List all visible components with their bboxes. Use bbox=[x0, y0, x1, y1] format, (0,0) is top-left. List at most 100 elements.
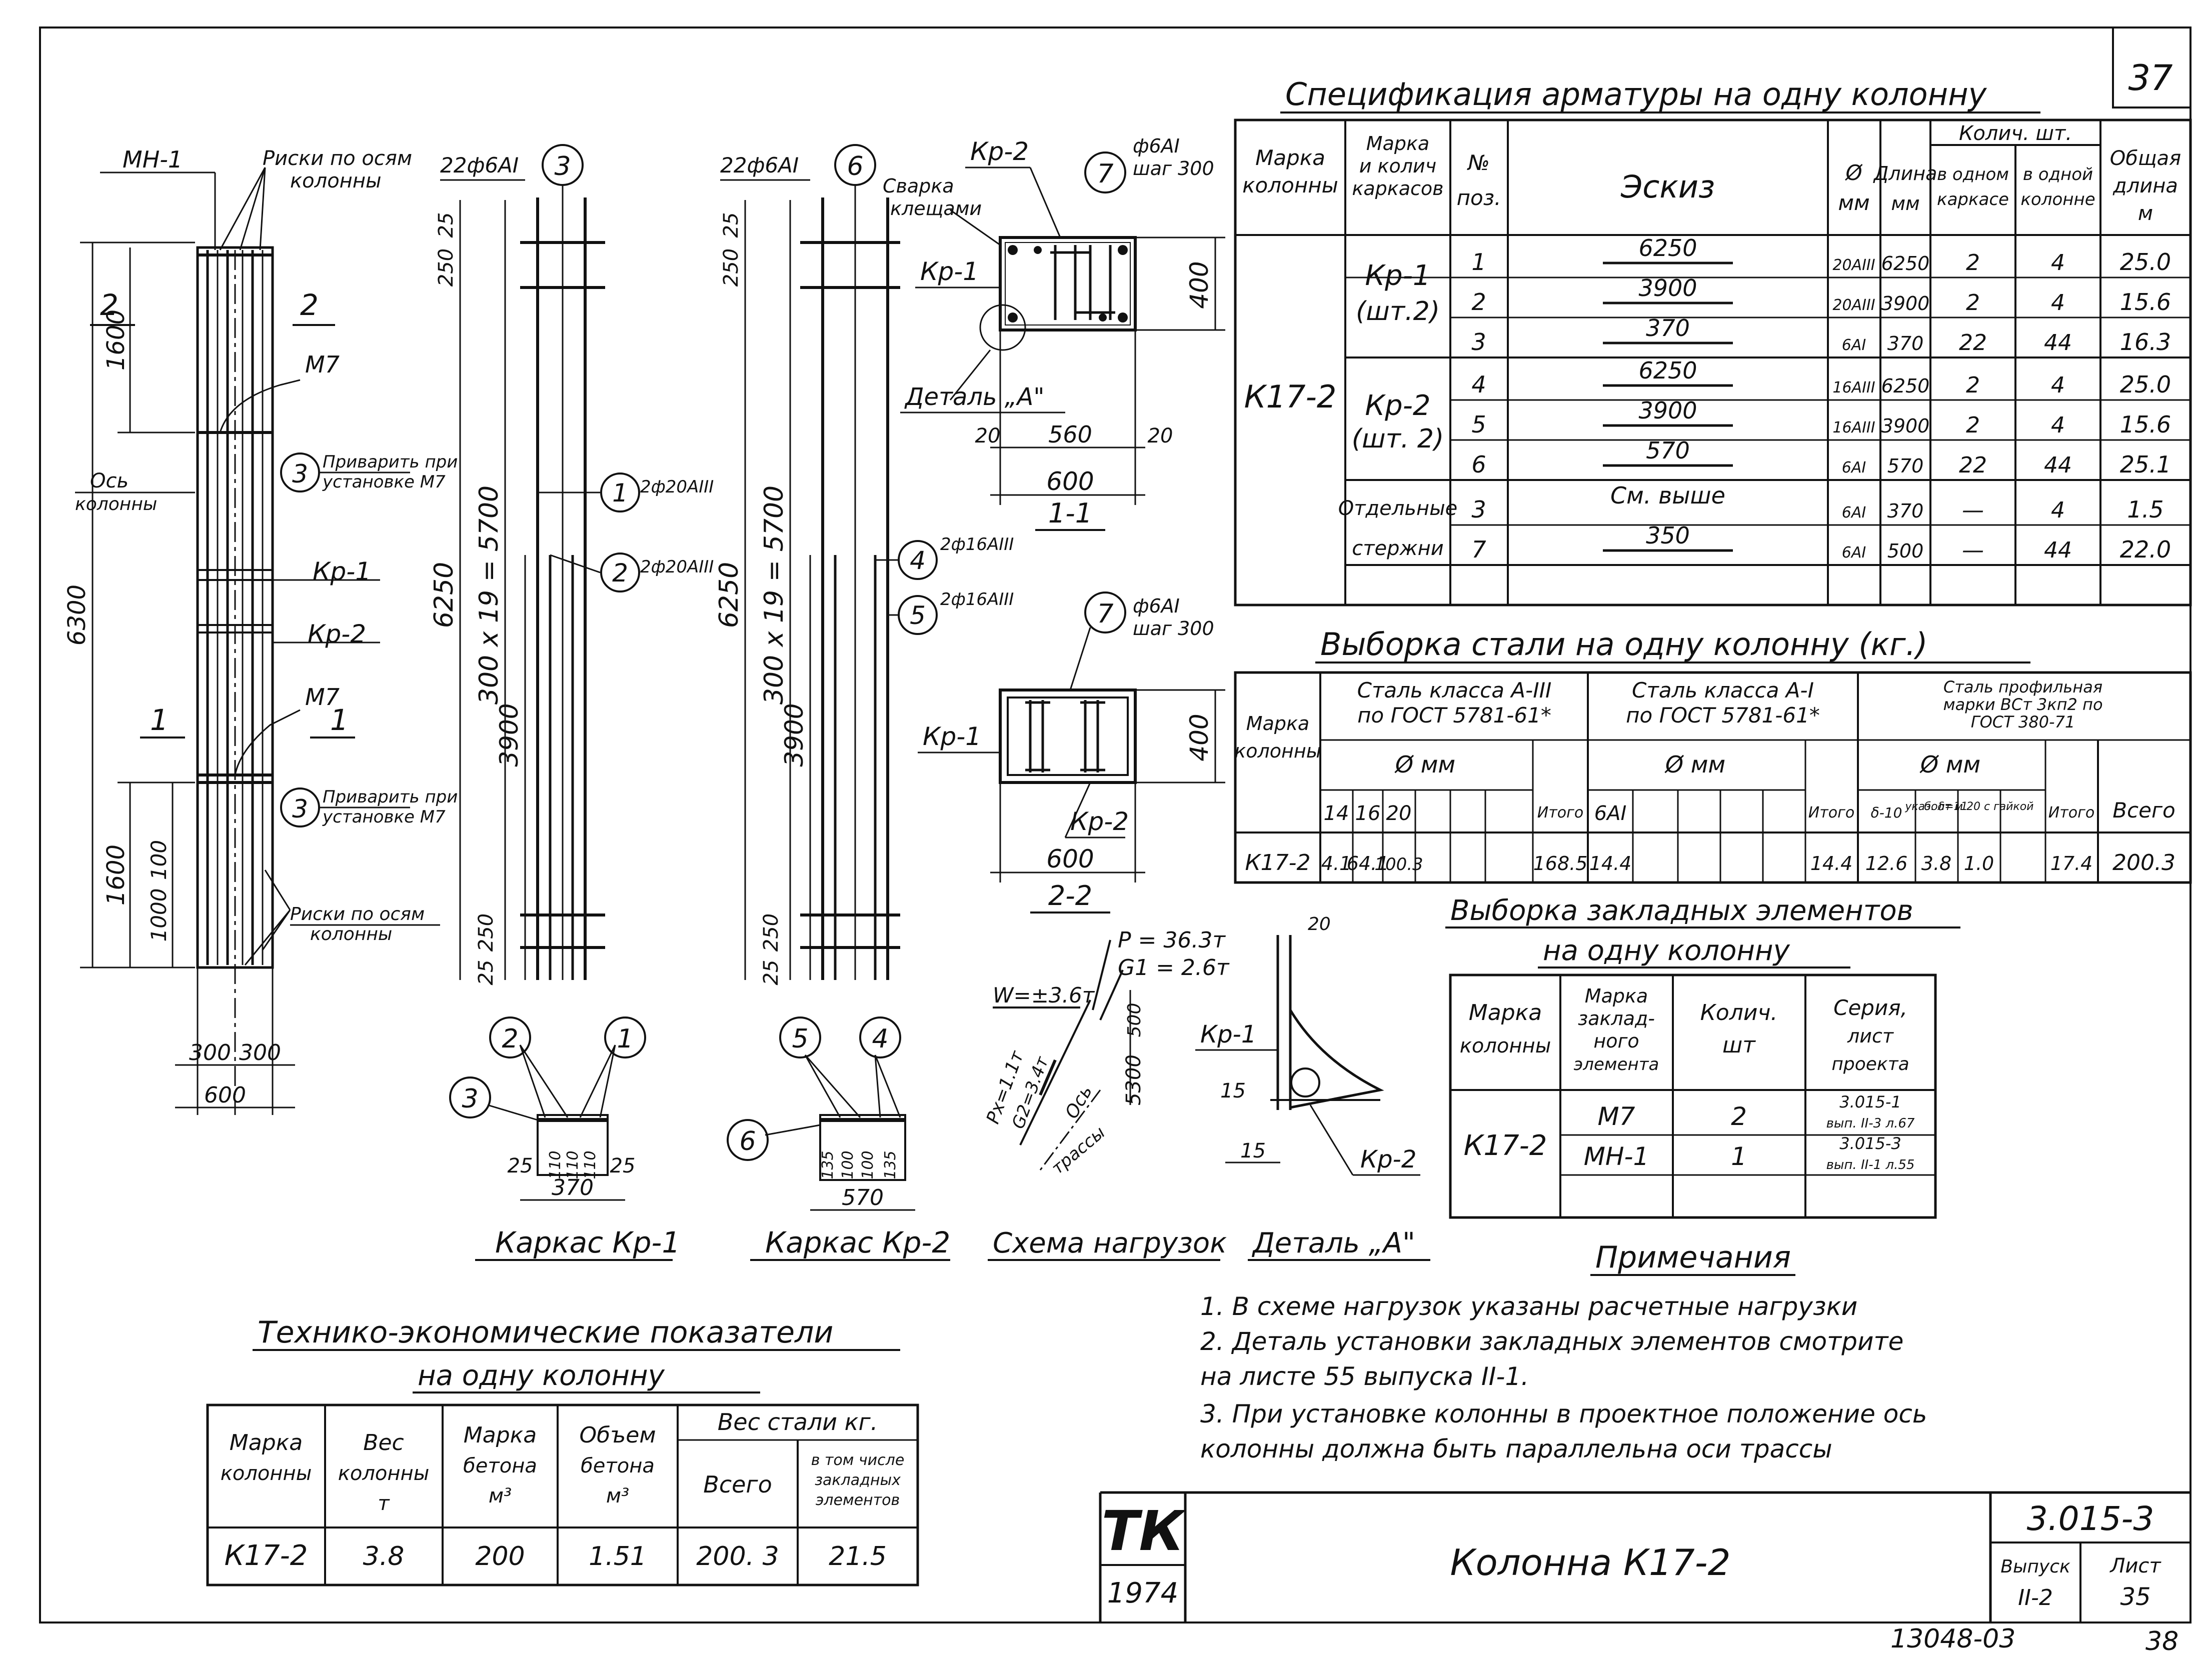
spec-h-d-1: Ø bbox=[1844, 160, 1862, 185]
tep-row-obj: 1.51 bbox=[589, 1542, 647, 1572]
sec1-dim-600: 600 bbox=[1046, 467, 1094, 496]
kr2-bar4-label: 2ф16АIII bbox=[940, 534, 1014, 554]
kr1-dim-6250: 6250 bbox=[429, 562, 459, 628]
sec2-kr1: Кр-1 bbox=[923, 722, 981, 751]
col-dim-300-right: 300 bbox=[239, 1040, 281, 1066]
spec-row-3-tot: 16.3 bbox=[2120, 328, 2171, 356]
kr1-pos3: 3 bbox=[554, 152, 571, 182]
steel-table: Выборка стали на одну колонну (кг.) Марк… bbox=[1234, 626, 2192, 884]
stamp-vyp: II-2 bbox=[2018, 1585, 2053, 1610]
tep-title-2: на одну колонну bbox=[418, 1360, 665, 1392]
steel-h-prof-3: ГОСТ 380-71 bbox=[1971, 712, 2075, 732]
spec-row-8-pos: 7 bbox=[1471, 536, 1486, 563]
spec-h-total-3: м bbox=[2138, 202, 2153, 225]
tep-h-mark-1: Марка bbox=[230, 1430, 303, 1456]
steel-row-a1-itogo: 14.4 bbox=[1810, 852, 1853, 874]
spec-row-3-len: 370 bbox=[1887, 332, 1924, 354]
sec1-svarka-1: Сварка bbox=[883, 175, 954, 197]
spec-row-1-pos: 1 bbox=[1471, 248, 1486, 276]
sec2-dim-600: 600 bbox=[1046, 844, 1094, 874]
sec1-dim-400: 400 bbox=[1185, 261, 1214, 308]
emb-h-qty-2: шт bbox=[1722, 1032, 1756, 1058]
kr2-sec-pos5: 5 bbox=[792, 1024, 808, 1054]
kr2-pos6: 6 bbox=[847, 152, 863, 182]
stamp-logo: ТК bbox=[1102, 1499, 1187, 1563]
steel-sub-6a1: 6АI bbox=[1594, 802, 1627, 825]
spec-row-2-q2: 4 bbox=[2051, 290, 2065, 316]
spec-row-8-q1: — bbox=[1962, 538, 1984, 563]
spec-row-6-pos: 6 bbox=[1471, 451, 1486, 478]
kr2-dim-25-top: 25 bbox=[720, 212, 743, 238]
steel-h-prof-2: марки ВСт 3кп2 по bbox=[1943, 695, 2102, 714]
kr1-sec-370: 370 bbox=[552, 1175, 594, 1200]
sec2-pos7: 7 bbox=[1097, 599, 1113, 629]
col-os-2: колонны bbox=[75, 494, 157, 514]
tep-h-zakl-3: элементов bbox=[816, 1492, 900, 1509]
page-number: 37 bbox=[2128, 58, 2172, 98]
spec-row-2-sketch: 3900 bbox=[1638, 274, 1697, 302]
kr1-sec-pos3: 3 bbox=[462, 1084, 478, 1114]
tep-row-ves: 3.8 bbox=[363, 1542, 405, 1572]
col-section-mark-2-left: 2 bbox=[100, 288, 119, 322]
spec-h-total-2: длина bbox=[2112, 174, 2178, 198]
kr1-sec-110-b: 110 bbox=[564, 1150, 582, 1179]
note-3a: 3. При установке колонны в проектное пол… bbox=[1200, 1400, 1927, 1428]
spec-row-3-q2: 44 bbox=[2044, 330, 2072, 356]
load-os-2: трассы bbox=[1048, 1122, 1109, 1178]
emb-h-series-2: лист bbox=[1847, 1025, 1894, 1047]
tep-h-ves-1: Вес bbox=[363, 1430, 404, 1456]
sec1-dim-20-left: 20 bbox=[975, 424, 1001, 448]
sec2-dim-400: 400 bbox=[1185, 714, 1214, 761]
detA-dim-15-a: 15 bbox=[1220, 1080, 1246, 1102]
spec-h-qty1-2: каркасе bbox=[1937, 190, 2009, 210]
emb-row1-series-1: 3.015-1 bbox=[1839, 1092, 1901, 1112]
spec-row-6-sketch: 570 bbox=[1646, 437, 1690, 464]
emb-row1-qty: 2 bbox=[1731, 1102, 1747, 1131]
spec-row-6-len: 570 bbox=[1887, 455, 1924, 477]
steel-h-mark-2: колонны bbox=[1234, 740, 1321, 762]
kr2-sec-135-a: 135 bbox=[819, 1150, 837, 1179]
kr2-sec-570: 570 bbox=[842, 1185, 884, 1210]
load-g1: G1 = 2.6т bbox=[1118, 955, 1230, 980]
spec-h-karkas-2: и колич bbox=[1359, 155, 1436, 177]
col-section-mark-1-left: 1 bbox=[150, 703, 169, 737]
note-3b: колонны должна быть параллельна оси трас… bbox=[1200, 1434, 1832, 1464]
emb-h-series-1: Серия, bbox=[1833, 996, 1907, 1020]
spec-row-1-d: 20АIII bbox=[1832, 256, 1875, 274]
spec-row-7-len: 370 bbox=[1887, 500, 1924, 522]
sec2-title: 2-2 bbox=[1048, 880, 1092, 912]
steel-row-prof-itogo: 17.4 bbox=[2050, 852, 2093, 874]
spec-row-2-d: 20АIII bbox=[1832, 296, 1875, 314]
kr2-title: Каркас Кр-2 bbox=[765, 1226, 950, 1260]
page-number-box bbox=[2112, 26, 2191, 108]
steel-h-a1-2: по ГОСТ 5781-61* bbox=[1626, 703, 1820, 728]
col-pos3-top: 3 bbox=[292, 460, 308, 488]
col-riski-top-1: Риски по осям bbox=[263, 147, 412, 170]
steel-row-mark: К17-2 bbox=[1245, 850, 1310, 876]
tep-h-vsego: Всего bbox=[703, 1471, 772, 1498]
spec-row-1-len: 6250 bbox=[1881, 252, 1930, 274]
kr1-dim-3900: 3900 bbox=[495, 703, 524, 766]
detail-a: 20 Кр-1 15 15 Кр-2 Деталь „А" bbox=[1195, 914, 1430, 1261]
spec-row-3-q1: 22 bbox=[1959, 330, 1987, 356]
spec-row-1-q1: 2 bbox=[1966, 250, 1980, 276]
steel-row-a3-itogo: 168.5 bbox=[1533, 852, 1588, 874]
kr2-pos4: 4 bbox=[910, 546, 926, 575]
kr1-dim-5700: 300 x 19 = 5700 bbox=[474, 486, 504, 704]
kr1-sec-25-left: 25 bbox=[508, 1154, 533, 1178]
sec1-pos7: 7 bbox=[1097, 159, 1113, 189]
spec-h-total-1: Общая bbox=[2110, 147, 2181, 170]
steel-sub-20: 20 bbox=[1386, 802, 1412, 825]
emb-h-el-4: элемента bbox=[1574, 1054, 1659, 1074]
spec-h-pos-2: поз. bbox=[1457, 186, 1501, 210]
kr1-sec-pos2: 2 bbox=[502, 1024, 518, 1054]
kr1-title: Каркас Кр-1 bbox=[495, 1226, 680, 1260]
kr1-sec-pos1: 1 bbox=[617, 1024, 633, 1054]
sec2-bar7-1: ф6АI bbox=[1133, 595, 1180, 617]
karkas-kr2: 22ф6АI 6 4 2ф16АIII 5 2ф16АIII 25 250 62… bbox=[714, 144, 1014, 1261]
section-2-2: 7 ф6АI шаг 300 Кр-1 Кр-2 400 600 2-2 bbox=[918, 592, 1225, 914]
kr2-sec-pos4: 4 bbox=[872, 1024, 888, 1054]
spec-h-d-2: мм bbox=[1838, 190, 1869, 215]
steel-h-prof-1: Сталь профильная bbox=[1943, 678, 2102, 696]
